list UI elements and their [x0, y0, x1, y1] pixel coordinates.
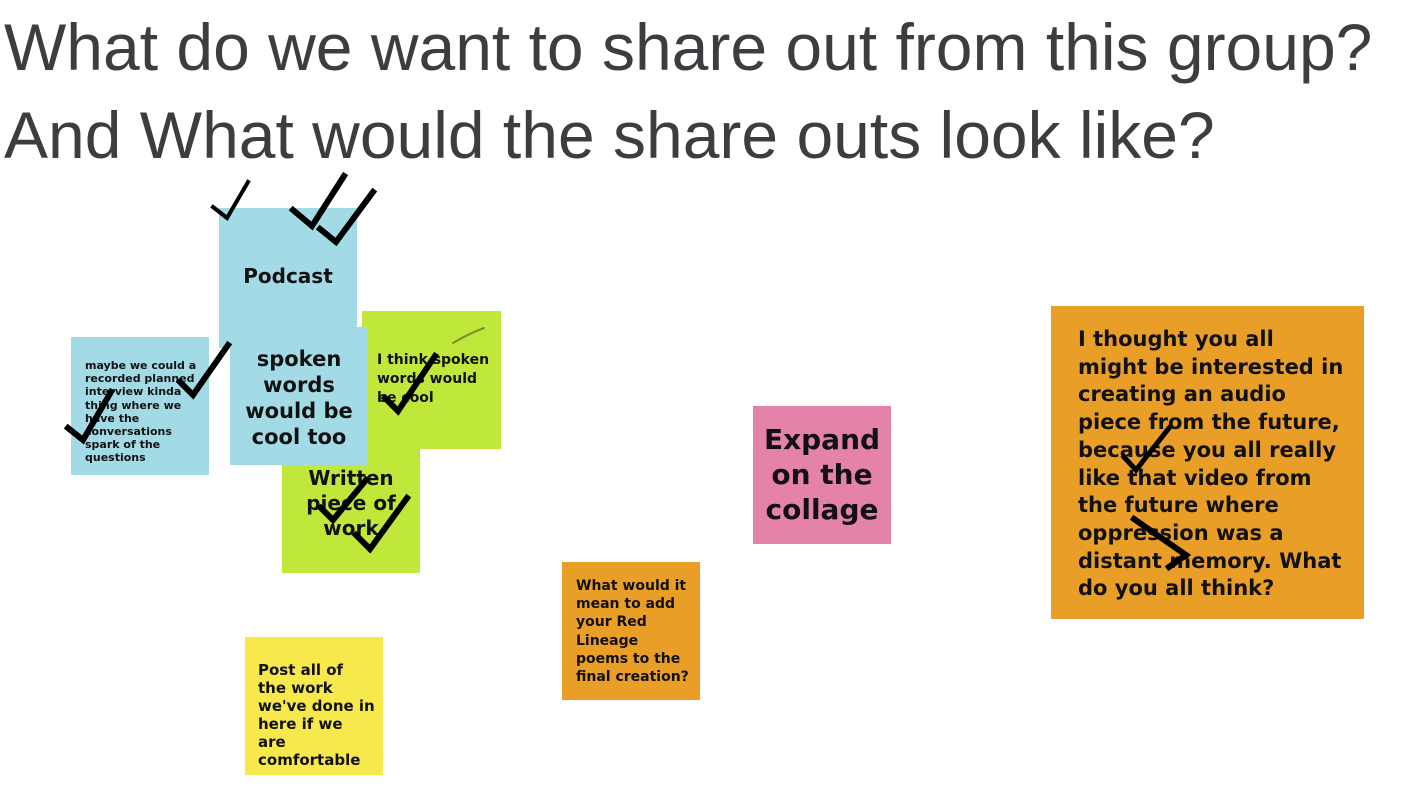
sticky-note-expand-collage[interactable]: Expand on the collage [753, 406, 891, 544]
sticky-note-interview[interactable]: maybe we could a recorded planned interv… [71, 337, 209, 475]
sticky-note-spoken-words[interactable]: spoken words would be cool too [230, 327, 368, 465]
sticky-note-text: Written piece of work [306, 466, 396, 540]
board-title-line-2: And What would the share outs look like? [4, 98, 1215, 172]
sticky-note-text: Post all of the work we've done in here … [258, 661, 375, 769]
sticky-note-text: spoken words would be cool too [245, 346, 353, 450]
sticky-note-audio-future[interactable]: I thought you all might be interested in… [1051, 306, 1364, 619]
sticky-note-post-work[interactable]: Post all of the work we've done in here … [245, 637, 383, 775]
sticky-note-text: Expand on the collage [763, 422, 881, 526]
sticky-note-text: I thought you all might be interested in… [1078, 327, 1344, 601]
board-title-line-1: What do we want to share out from this g… [4, 10, 1373, 84]
sticky-note-text: What would it mean to add your Red Linea… [576, 578, 689, 685]
sticky-note-spoken-words-idea[interactable]: I think spoken words would be cool [362, 311, 501, 449]
sticky-note-text: maybe we could a recorded planned interv… [85, 359, 197, 465]
sticky-note-red-lineage[interactable]: What would it mean to add your Red Linea… [562, 562, 700, 700]
sticky-note-text: I think spoken words would be cool [377, 352, 490, 406]
sticky-note-text: Podcast [243, 264, 333, 288]
